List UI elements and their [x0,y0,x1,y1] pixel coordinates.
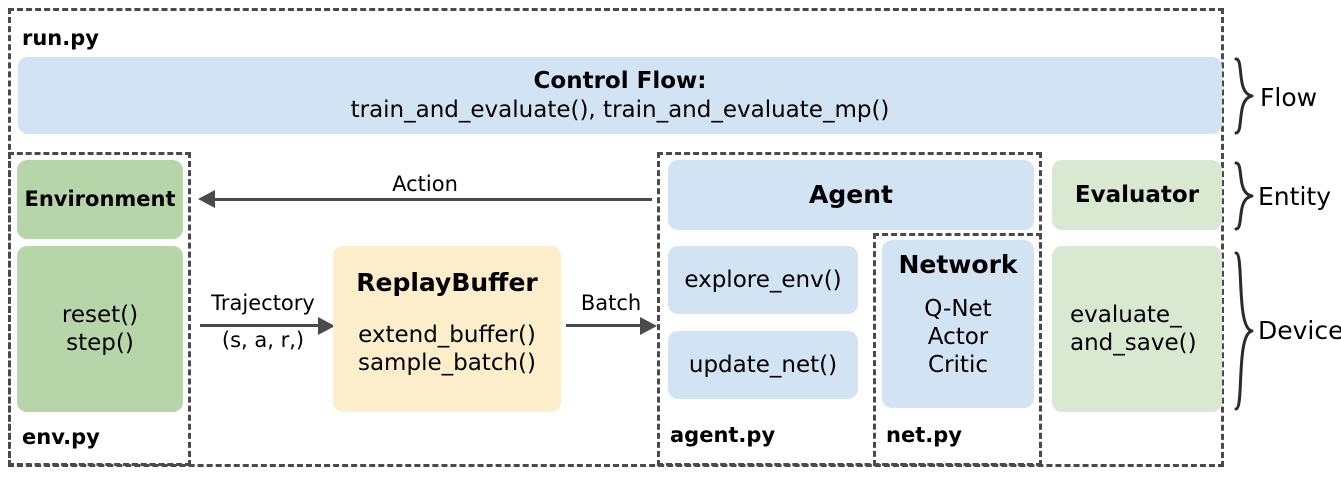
explore-env-label: explore_env() [684,266,842,293]
trajectory-arrow-label-bottom: (s, a, r,) [221,328,305,352]
flow-brace-icon [1234,57,1254,135]
evaluator-block: Evaluator [1052,160,1222,230]
evaluator-label: Evaluator [1074,181,1200,208]
net-py-container [873,233,1042,466]
update-net-block: update_net() [668,331,858,399]
env-py-container [8,152,191,466]
net-py-filename: net.py [886,423,962,447]
run-py-filename: run.py [22,26,99,50]
trajectory-arrow-head [318,317,335,335]
agent-py-filename: agent.py [670,423,776,447]
network-title: Network [898,250,1018,279]
env-reset-label: reset() [61,301,139,328]
env-py-filename: env.py [22,425,100,449]
device-brace-icon [1234,251,1254,411]
entity-brace-label: Entity [1258,182,1331,211]
entity-brace-icon [1234,161,1254,231]
device-brace-label: Device [1258,316,1341,345]
evaluate-label-line2: and_save() [1070,330,1197,356]
action-arrow-label: Action [392,172,458,196]
update-net-label: update_net() [688,351,838,378]
agent-label: Agent [809,179,893,209]
agent-block: Agent [668,160,1034,230]
batch-arrow-head [640,317,657,335]
flow-brace-label: Flow [1260,83,1318,112]
replay-buffer-title: ReplayBuffer [356,268,538,297]
batch-arrow-line [566,324,640,327]
network-qnet-label: Q-Net [924,295,992,322]
batch-arrow-label: Batch [580,291,642,315]
action-arrow-line [215,198,652,201]
control-flow-block: Control Flow: train_and_evaluate(), trai… [18,57,1222,134]
control-flow-functions: train_and_evaluate(), train_and_evaluate… [350,96,890,123]
replay-buffer-sample-label: sample_batch() [357,349,536,376]
network-critic-label: Critic [928,351,988,378]
replay-buffer-block: ReplayBuffer extend_buffer() sample_batc… [333,246,561,412]
replay-buffer-extend-label: extend_buffer() [358,321,536,348]
action-arrow-head [198,190,215,208]
trajectory-arrow-label-top: Trajectory [211,291,315,315]
env-step-label: step() [66,330,134,356]
env-methods-block: reset() step() [17,246,183,412]
trajectory-arrow-line [200,324,318,327]
environment-block: Environment [17,160,183,239]
network-block: Network Q-Net Actor Critic [882,240,1034,408]
evaluate-and-save-block: evaluate_ and_save() [1052,246,1222,412]
control-flow-title: Control Flow: [533,68,707,95]
explore-env-block: explore_env() [668,246,858,314]
network-actor-label: Actor [927,323,989,350]
evaluate-label-line1: evaluate_ [1070,301,1182,328]
environment-label: Environment [24,186,176,211]
